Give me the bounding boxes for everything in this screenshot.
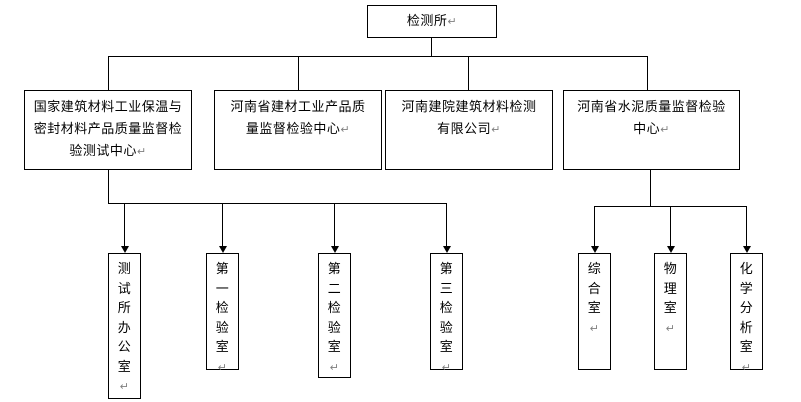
node-level3-left-2-label: 第一检验室↵ <box>215 262 230 374</box>
connector-drop-right-1 <box>594 206 595 247</box>
node-level3-right-3[interactable]: 化学分析室↵ <box>730 253 763 374</box>
node-root[interactable]: 检测所↵ <box>367 5 497 38</box>
node-level3-left-4-label: 第三检验室↵ <box>439 262 454 374</box>
node-level2-3[interactable]: 河南建院建筑材料检测有限公司↵ <box>385 90 553 170</box>
arrowhead-right-2 <box>667 246 675 253</box>
connector-drop-level2-3 <box>468 56 469 90</box>
node-level3-right-2[interactable]: 物理室↵ <box>654 253 687 370</box>
connector-root-stem <box>431 38 432 57</box>
arrowhead-right-3 <box>743 246 751 253</box>
connector-stem-right-group <box>650 170 651 207</box>
node-level3-right-2-label: 物理室↵ <box>663 262 678 335</box>
node-level3-left-3-label: 第二检验室↵ <box>327 262 342 374</box>
arrowhead-left-1 <box>121 246 129 253</box>
node-level2-1-label: 国家建筑材料工业保温与密封材料产品质量监督检验测试中心↵ <box>33 100 183 159</box>
node-level3-left-3[interactable]: 第二检验室↵ <box>318 253 351 378</box>
node-level2-4-label: 河南省水泥质量监督检验中心↵ <box>577 100 726 137</box>
node-level3-left-1[interactable]: 测试所办公室↵ <box>108 253 141 399</box>
arrowhead-right-1 <box>591 246 599 253</box>
node-root-label: 检测所↵ <box>406 14 458 29</box>
arrowhead-left-2 <box>219 246 227 253</box>
arrowhead-left-3 <box>331 246 339 253</box>
node-level2-3-label: 河南建院建筑材料检测有限公司↵ <box>401 100 537 137</box>
node-level2-2[interactable]: 河南省建材工业产品质量监督检验中心↵ <box>214 90 382 170</box>
connector-level3-left-bus <box>108 203 446 204</box>
node-level2-2-label: 河南省建材工业产品质量监督检验中心↵ <box>230 100 366 137</box>
connector-level2-bus <box>108 56 647 57</box>
node-level3-left-2[interactable]: 第一检验室↵ <box>206 253 239 374</box>
node-level2-4[interactable]: 河南省水泥质量监督检验中心↵ <box>563 90 740 170</box>
node-level3-right-1-label: 综合室↵ <box>587 262 602 335</box>
arrowhead-left-4 <box>443 246 451 253</box>
connector-drop-right-2 <box>670 206 671 247</box>
node-level3-left-4[interactable]: 第三检验室↵ <box>430 253 463 374</box>
node-level2-1[interactable]: 国家建筑材料工业保温与密封材料产品质量监督检验测试中心↵ <box>24 90 192 170</box>
node-level3-right-3-label: 化学分析室↵ <box>739 262 754 374</box>
node-level3-right-1[interactable]: 综合室↵ <box>578 253 611 370</box>
connector-drop-level2-2 <box>298 56 299 90</box>
connector-drop-level2-4 <box>647 56 648 90</box>
connector-stem-left-group <box>108 170 109 204</box>
connector-drop-level2-1 <box>108 56 109 90</box>
connector-drop-left-4 <box>446 203 447 247</box>
node-level3-left-1-label: 测试所办公室↵ <box>117 262 132 393</box>
connector-drop-right-3 <box>746 206 747 247</box>
connector-drop-left-2 <box>222 203 223 247</box>
connector-drop-left-3 <box>334 203 335 247</box>
connector-drop-left-1 <box>124 203 125 247</box>
